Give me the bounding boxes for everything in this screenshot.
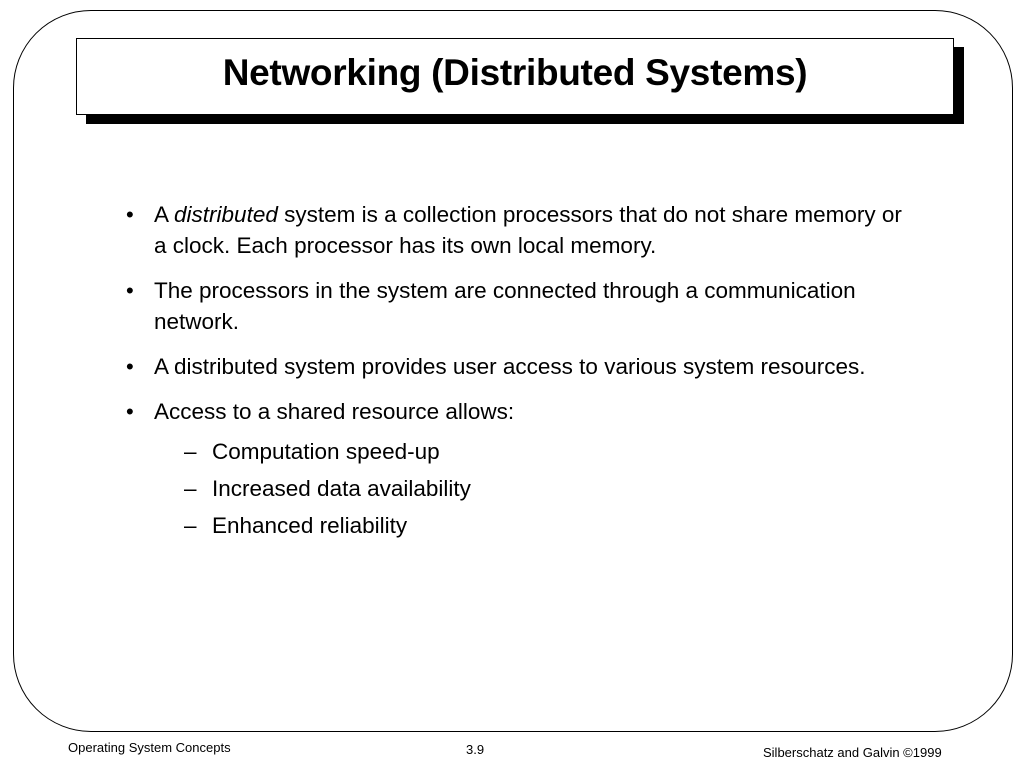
footer-book-title: Operating System Concepts — [68, 740, 231, 755]
bullet-item: • Access to a shared resource allows: – … — [126, 396, 906, 544]
sub-item-text: Computation speed-up — [212, 439, 440, 464]
title-box: Networking (Distributed Systems) — [76, 38, 954, 115]
slide-title: Networking (Distributed Systems) — [222, 51, 808, 93]
bullet-marker: • — [126, 202, 134, 227]
bullet-item: • A distributed system is a collection p… — [126, 199, 906, 261]
sub-item: – Enhanced reliability — [184, 507, 906, 544]
sub-item-text: Enhanced reliability — [212, 513, 408, 538]
bullet-text-emphasis: distributed — [174, 202, 278, 227]
bullet-item: • A distributed system provides user acc… — [126, 351, 906, 382]
bullet-item: • The processors in the system are conne… — [126, 275, 906, 337]
slide-frame — [13, 10, 1013, 732]
bullet-marker: • — [126, 354, 134, 379]
sub-marker: – — [184, 513, 197, 538]
sub-marker: – — [184, 476, 197, 501]
bullet-text-prefix: A — [154, 202, 175, 227]
sub-item: – Computation speed-up — [184, 433, 906, 470]
sub-list: – Computation speed-up – Increased data … — [184, 433, 906, 544]
bullet-marker: • — [126, 399, 134, 424]
bullet-text: Access to a shared resource allows: — [154, 399, 515, 424]
footer-copyright: Silberschatz and Galvin ©1999 — [763, 745, 942, 760]
sub-item-text: Increased data availability — [212, 476, 471, 501]
bullet-text: The processors in the system are connect… — [154, 278, 856, 334]
slide-content: • A distributed system is a collection p… — [126, 199, 906, 558]
bullet-marker: • — [126, 278, 134, 303]
sub-marker: – — [184, 439, 197, 464]
sub-item: – Increased data availability — [184, 470, 906, 507]
bullet-text: A distributed system provides user acces… — [154, 354, 866, 379]
footer-page-number: 3.9 — [466, 742, 485, 757]
bullet-text-rest: system is a collection processors that d… — [154, 202, 902, 258]
